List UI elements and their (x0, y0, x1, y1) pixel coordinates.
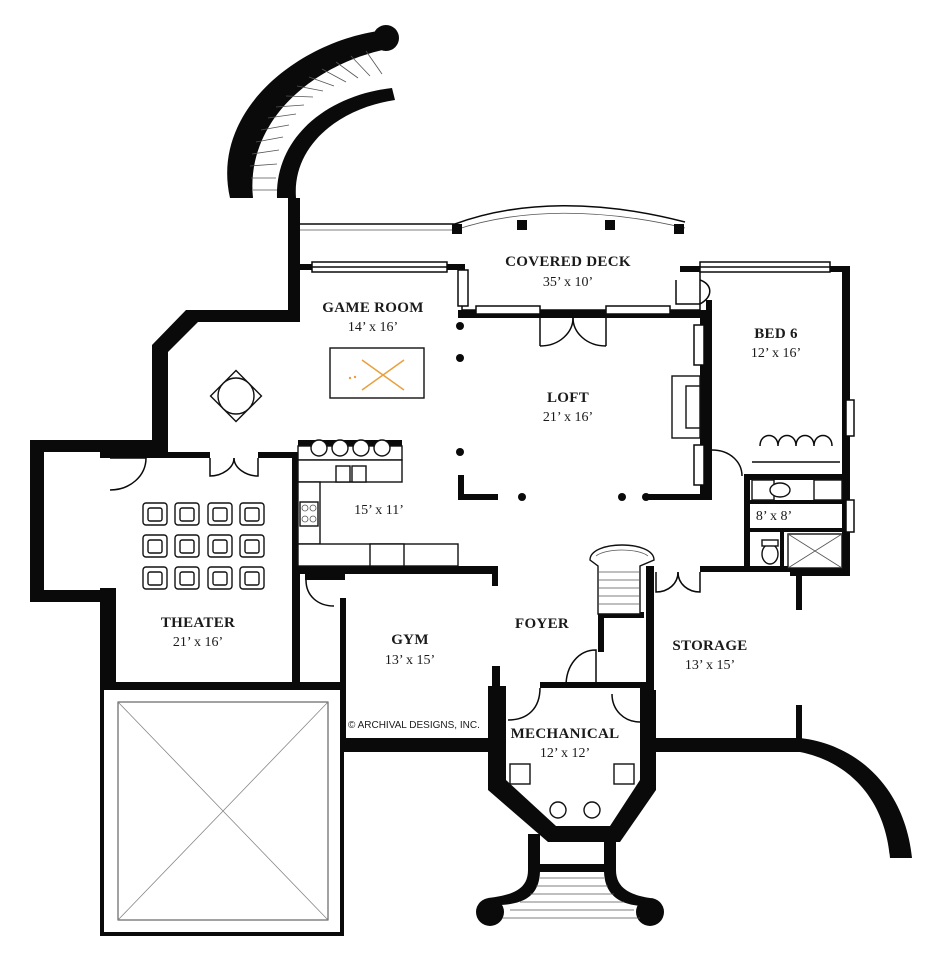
covered-deck-name: COVERED DECK (505, 254, 631, 270)
foyer-name: FOYER (515, 616, 569, 632)
game-room-name: GAME ROOM (322, 300, 423, 316)
theater-size: 21’ x 16’ (173, 635, 223, 650)
bed6-name: BED 6 (754, 326, 798, 342)
bath-size: 8’ x 8’ (756, 509, 792, 524)
theater-seat (142, 566, 168, 590)
storage-size: 13’ x 15’ (685, 658, 735, 673)
theater-seat (207, 534, 233, 558)
theater-seat (207, 502, 233, 526)
gym-name: GYM (391, 632, 429, 648)
pool-table (329, 347, 425, 399)
lower-terrace (100, 686, 344, 936)
theater-seat (142, 534, 168, 558)
theater-seat (174, 534, 200, 558)
theater-seat (239, 502, 265, 526)
bed6-size: 12’ x 16’ (751, 346, 801, 361)
loft-size: 21’ x 16’ (543, 410, 593, 425)
theater-seating (142, 502, 265, 590)
mechanical-name: MECHANICAL (511, 726, 620, 742)
storage-name: STORAGE (672, 638, 747, 654)
theater-seat (174, 566, 200, 590)
theater-seat (239, 566, 265, 590)
kitchen-size: 15’ x 11’ (354, 503, 404, 518)
theater-seat (207, 566, 233, 590)
theater-name: THEATER (161, 615, 235, 631)
foyer-staircase (589, 544, 655, 615)
theater-seat (174, 502, 200, 526)
doors (109, 279, 743, 723)
covered-deck-size: 35’ x 10’ (543, 275, 593, 290)
bath-fixtures (751, 434, 843, 569)
mechanical-equipment (509, 763, 635, 819)
game-table (209, 369, 263, 423)
covered-deck-outline (300, 205, 701, 311)
spiral-staircase (227, 25, 399, 198)
theater-seat (239, 534, 265, 558)
interior-walls (298, 300, 850, 926)
loft-name: LOFT (547, 390, 589, 406)
theater-seat (142, 502, 168, 526)
gym-size: 13’ x 15’ (385, 653, 435, 668)
room-labels: COVERED DECK 35’ x 10’ GAME ROOM 14’ x 1… (161, 254, 801, 761)
kitchen-fixtures (297, 439, 459, 567)
windows (311, 261, 855, 533)
mechanical-size: 12’ x 12’ (540, 746, 590, 761)
game-room-size: 14’ x 16’ (348, 320, 398, 335)
copyright-notice: © ARCHIVAL DESIGNS, INC. (348, 720, 480, 731)
